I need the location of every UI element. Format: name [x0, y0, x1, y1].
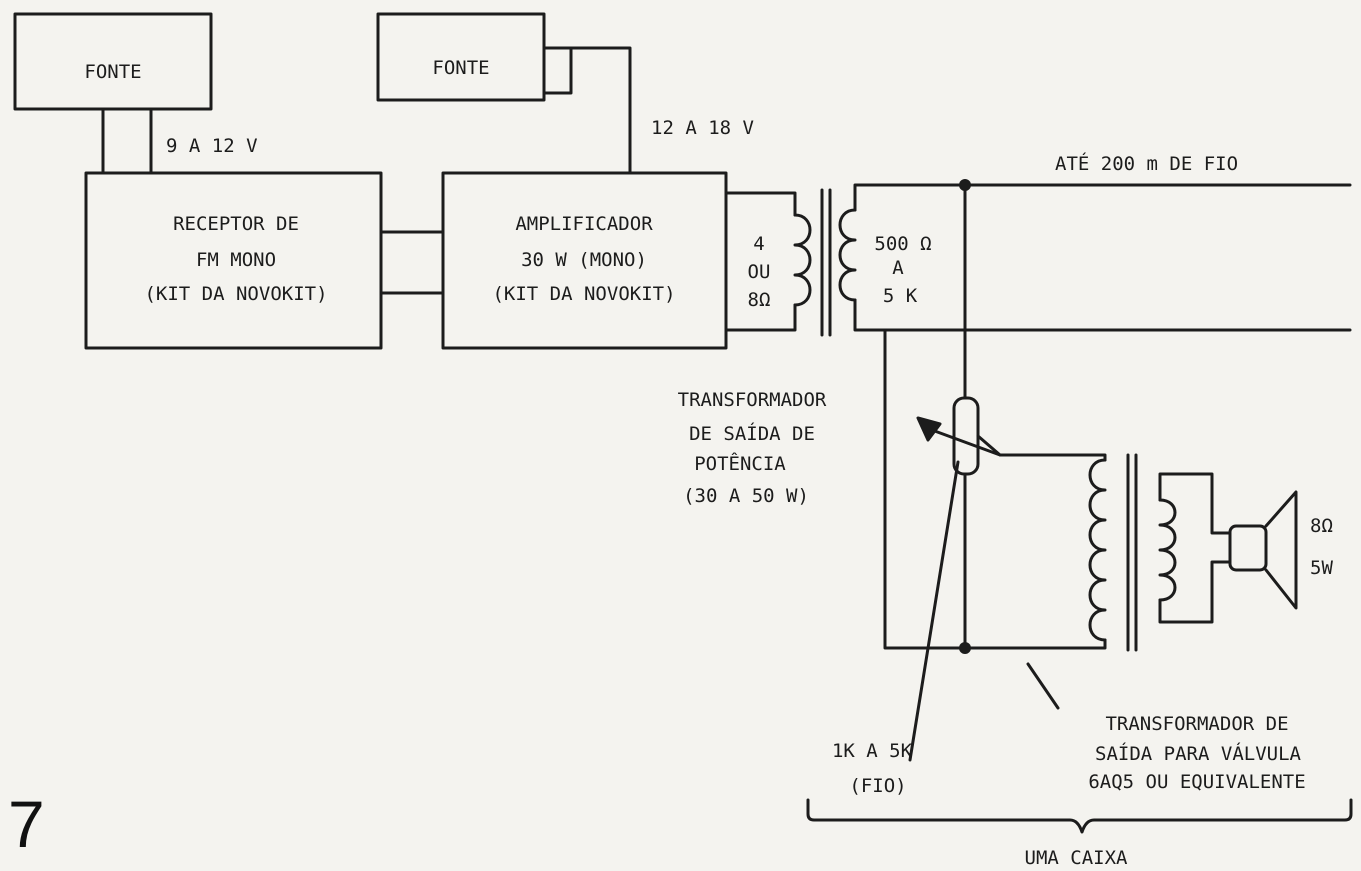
speaker-magnet [1228, 524, 1268, 572]
secondary-impedance: 500 Ω [874, 233, 931, 255]
adjust-arrow-line [930, 428, 1002, 457]
primary-impedance: 4 [753, 233, 764, 255]
primary-impedance: 8Ω [748, 289, 771, 311]
potentiometer-caption: (FIO) [849, 775, 906, 797]
transformer1-primary-coil [793, 213, 812, 307]
secondary-impedance: A [892, 257, 904, 279]
transformer2-secondary-coil [1158, 498, 1177, 602]
speaker-rating: 5W [1310, 557, 1333, 579]
amplificador-box [441, 171, 728, 350]
speaker-rating: 8Ω [1310, 515, 1333, 537]
junction-dot [959, 642, 971, 654]
adjust-arrowhead [916, 416, 942, 442]
secondary-impedance: 5 K [883, 285, 918, 307]
amp-label-line: 30 W (MONO) [521, 249, 647, 271]
fonte-box-1 [13, 12, 213, 111]
receptor-supply-voltage: 9 A 12 V [166, 135, 258, 157]
transformer2-primary-coil [1088, 458, 1107, 642]
secondary-leads [853, 183, 1352, 332]
speaker-leads [1158, 472, 1232, 624]
supply-wire-amp [542, 46, 632, 175]
receptor-label-line: RECEPTOR DE [173, 213, 299, 235]
line-length-label: ATÉ 200 m DE FIO [1055, 152, 1238, 175]
transformer1-core [820, 188, 832, 337]
primary-impedance: OU [748, 261, 771, 283]
enclosure-brace [806, 798, 1353, 834]
caption-pointer [1026, 662, 1060, 710]
primary-leads [724, 191, 797, 332]
transformer1-caption: TRANSFORMADOR [678, 389, 827, 411]
signal-wires [379, 230, 445, 295]
transformer2-caption: 6AQ5 OU EQUIVALENTE [1088, 771, 1305, 793]
receptor-label-line: (KIT DA NOVOKIT) [144, 283, 327, 305]
page-number: 7 [8, 787, 45, 861]
junction-dot [959, 179, 971, 191]
adjust-arrow [908, 460, 960, 762]
potentiometer-caption: 1K A 5K [832, 740, 913, 762]
amp-label-line: AMPLIFICADOR [515, 213, 653, 235]
line-drop-bottom [883, 328, 967, 650]
fonte-box-2 [376, 12, 546, 102]
transformer2-caption: TRANSFORMADOR DE [1105, 713, 1288, 735]
supply-wire-receptor [101, 107, 153, 175]
enclosure-label: UMA CAIXA [1025, 847, 1129, 869]
transformer1-secondary-coil [838, 208, 857, 302]
transformer1-caption: POTÊNCIA [694, 452, 786, 475]
transformer1-caption: (30 A 50 W) [683, 485, 809, 507]
amp-supply-voltage: 12 A 18 V [651, 117, 754, 139]
transformer2-core [1126, 453, 1138, 652]
fonte-label-1: FONTE [84, 61, 141, 83]
amp-label-line: (KIT DA NOVOKIT) [492, 283, 675, 305]
speaker-cone [1264, 490, 1298, 610]
transformer2-primary-return [963, 638, 1107, 650]
transformer1-caption: DE SAÍDA DE [689, 422, 815, 445]
transformer2-caption: SAÍDA PARA VÁLVULA [1095, 742, 1301, 765]
fonte-label-2: FONTE [432, 57, 489, 79]
receptor-label-line: FM MONO [196, 249, 276, 271]
potentiometer-wiper [976, 434, 1107, 462]
receptor-box [84, 171, 383, 350]
